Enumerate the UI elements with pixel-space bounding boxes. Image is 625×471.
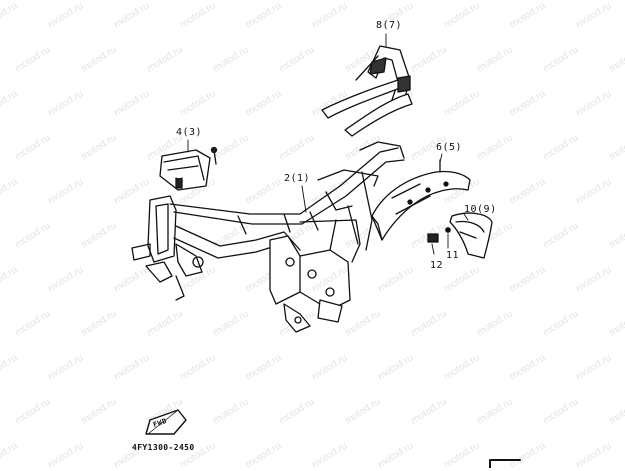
callout-nut: 12	[430, 260, 444, 271]
callout-seat-bracket: 8(7)	[376, 20, 403, 31]
callout-frame: 2(1)	[284, 173, 311, 184]
seat-bracket-part	[321, 45, 413, 137]
corner-frame-mark	[489, 459, 521, 468]
main-frame-part	[131, 141, 405, 333]
leader-lines	[187, 33, 469, 255]
top-cover-part	[159, 146, 218, 191]
rear-fender-part	[371, 159, 471, 241]
fwd-tag	[145, 409, 187, 435]
nut-bolt-parts	[427, 227, 451, 243]
part-code: 4FY1300-2450	[132, 443, 195, 452]
callout-bolt: 11	[446, 250, 460, 261]
mud-flap-part	[449, 212, 493, 259]
callout-rear-fender: 6(5)	[436, 142, 463, 153]
callout-mud-flap: 10(9)	[464, 204, 497, 215]
callout-top-cover: 4(3)	[176, 127, 203, 138]
